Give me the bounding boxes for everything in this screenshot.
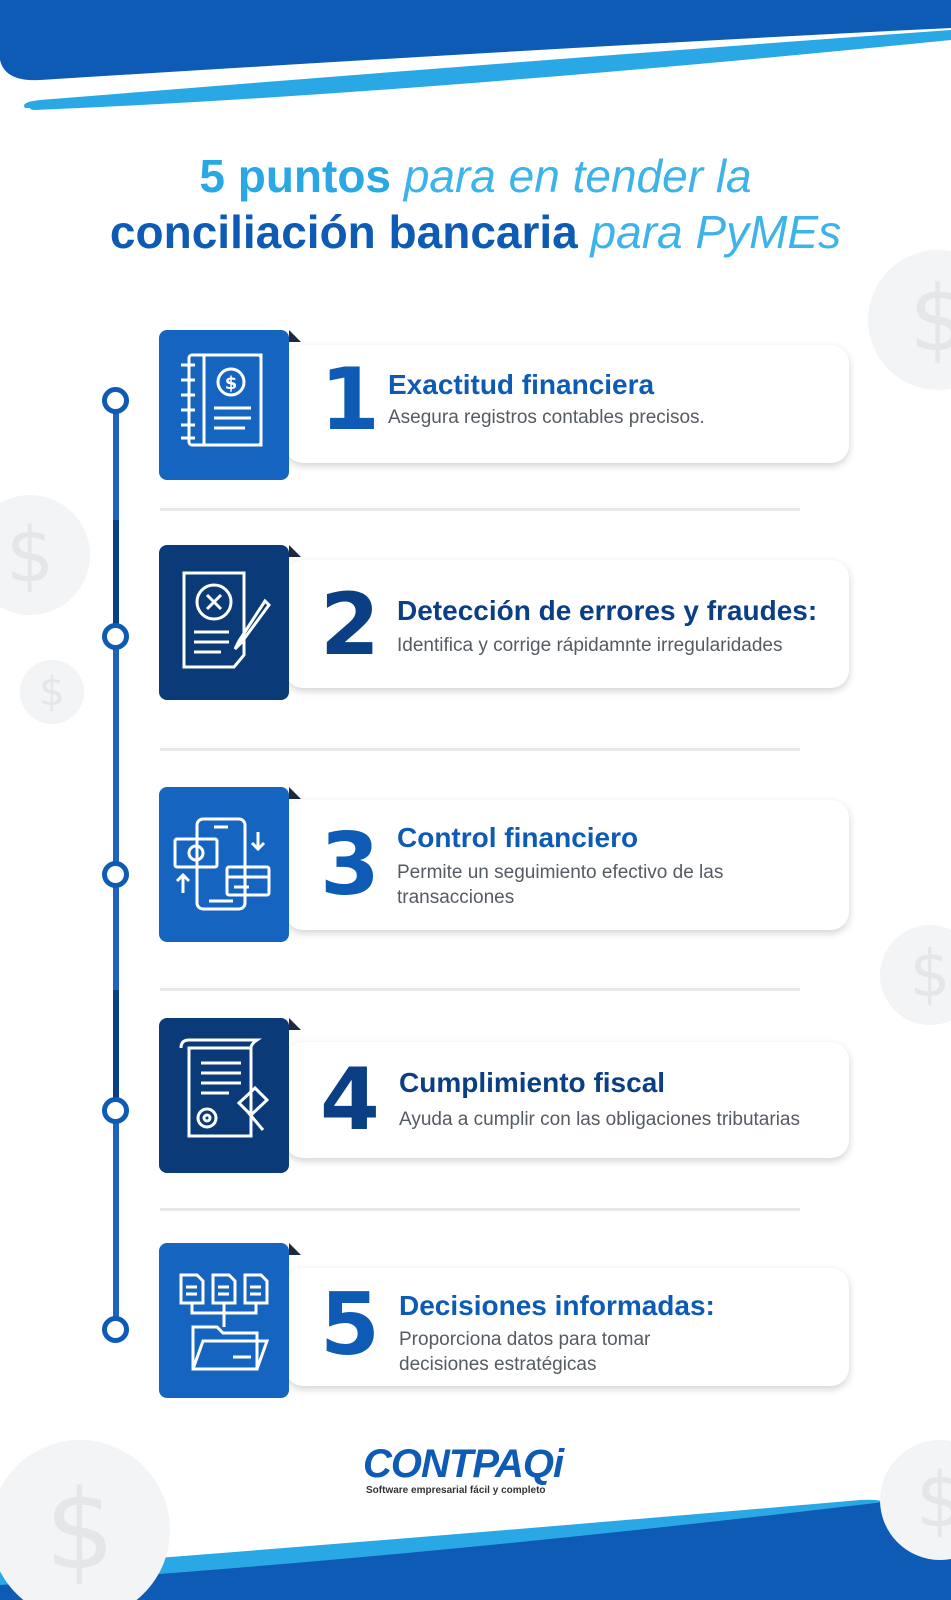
item-description-1: Asegura registros contables precisos. xyxy=(388,407,705,428)
divider xyxy=(160,988,800,991)
document-error-pen-icon xyxy=(182,571,271,669)
top-wave-band xyxy=(0,0,951,110)
timeline-dot xyxy=(102,1097,129,1124)
item-number-3: 3 xyxy=(320,815,380,915)
item-number-1: 1 xyxy=(320,350,380,450)
corner-fold xyxy=(289,1243,301,1255)
title-line1-bold: 5 puntos xyxy=(199,150,392,202)
coin-decoration: $ xyxy=(868,250,951,390)
divider xyxy=(160,508,800,511)
item-heading-5: Decisiones informadas: xyxy=(399,1290,715,1321)
corner-fold xyxy=(289,787,301,799)
ledger-dollar-icon: $ xyxy=(181,353,263,447)
coin-decoration: $ xyxy=(0,495,90,615)
documents-folder-icon xyxy=(179,1273,270,1371)
coin-decoration: $ xyxy=(0,1440,170,1600)
item-number-5: 5 xyxy=(320,1275,380,1375)
legal-document-gavel-icon xyxy=(179,1038,270,1138)
item-heading-4: Cumplimiento fiscal xyxy=(399,1067,666,1098)
item-number-2: 2 xyxy=(320,575,380,675)
svg-text:$: $ xyxy=(225,373,238,394)
item-card-3 xyxy=(285,800,849,930)
divider xyxy=(160,748,800,751)
item-icon-box-3 xyxy=(159,787,289,942)
title-line2-italic: para PyMEs xyxy=(590,206,842,258)
item-card-4 xyxy=(285,1042,849,1158)
item-icon-box-5 xyxy=(159,1243,289,1398)
title-line2-bold: conciliación bancaria xyxy=(109,206,578,258)
coin-decoration: $ xyxy=(880,925,951,1025)
item-description-3: Permite un seguimiento efectivo de las t… xyxy=(397,862,724,908)
timeline-segment xyxy=(113,990,119,1100)
item-card-1 xyxy=(285,345,849,463)
item-icon-box-4 xyxy=(159,1018,289,1173)
title-line1-italic: para en tender la xyxy=(403,150,752,202)
item-card-2 xyxy=(285,560,849,688)
mobile-payment-icon xyxy=(173,817,271,911)
item-heading-2: Detección de errores y fraudes: xyxy=(397,595,818,626)
timeline-dot xyxy=(102,1316,129,1343)
item-heading-3: Control financiero xyxy=(397,822,639,853)
item-description-5: Proporciona datos para tomar decisiones … xyxy=(399,1329,651,1375)
timeline-dot xyxy=(102,623,129,650)
item-description-4: Ayuda a cumplir con las obligaciones tri… xyxy=(399,1109,800,1130)
coin-decoration: $ xyxy=(20,660,84,724)
timeline-segment xyxy=(113,520,119,630)
timeline-dot xyxy=(102,387,129,414)
divider xyxy=(160,1208,800,1211)
item-icon-box-2 xyxy=(159,545,289,700)
item-description-2: Identifica y corrige rápidamnte irregula… xyxy=(397,635,783,656)
corner-fold xyxy=(289,1018,301,1030)
item-card-5 xyxy=(285,1268,849,1386)
coin-decoration: $ xyxy=(880,1440,951,1560)
contpaqi-logo: CONTPAQi xyxy=(363,1442,564,1486)
corner-fold xyxy=(289,330,301,342)
logo-tagline: Software empresarial fácil y completo xyxy=(366,1485,546,1496)
item-number-4: 4 xyxy=(320,1050,380,1150)
timeline-dot xyxy=(102,861,129,888)
item-icon-box-1: $ xyxy=(159,330,289,480)
bottom-wave-band xyxy=(0,1499,951,1600)
item-heading-1: Exactitud financiera xyxy=(388,369,655,400)
corner-fold xyxy=(289,545,301,557)
